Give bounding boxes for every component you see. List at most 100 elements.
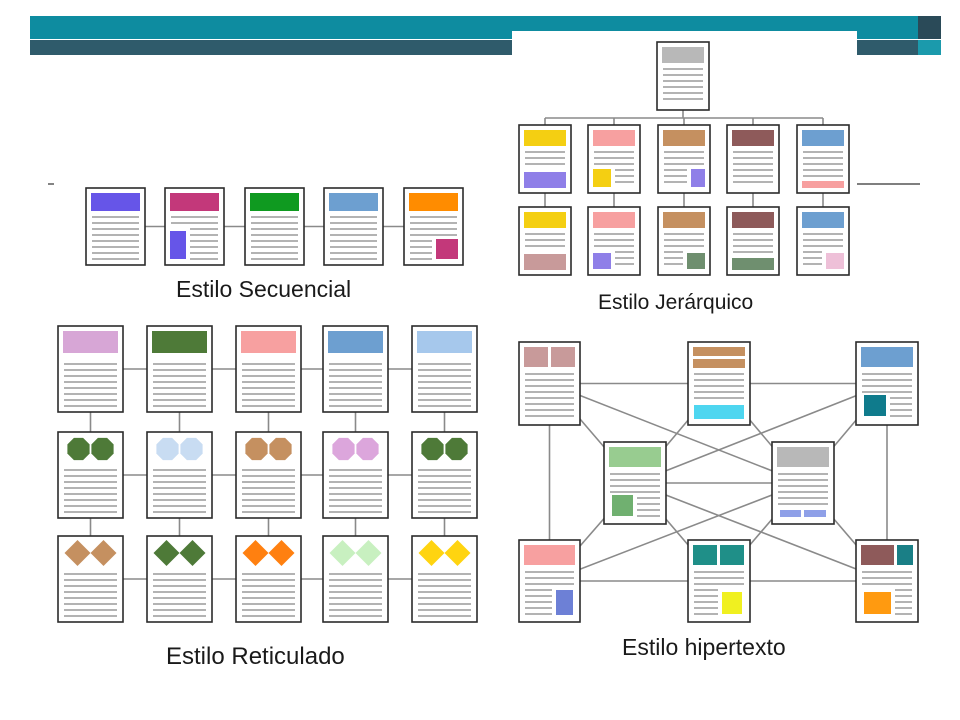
hierarchy-level1-page bbox=[657, 124, 711, 194]
diamond-mark bbox=[355, 540, 382, 566]
page-header-block bbox=[241, 331, 296, 353]
octagon-mark bbox=[245, 437, 268, 461]
header-corner-accent bbox=[918, 40, 941, 55]
diamond-mark bbox=[444, 540, 471, 566]
page-header-block bbox=[63, 331, 118, 353]
hypertext-page bbox=[518, 539, 581, 623]
page-header-block bbox=[720, 545, 744, 565]
grid-page-octagons bbox=[235, 431, 302, 519]
hierarchy-level2-page bbox=[726, 206, 780, 276]
page-image-block bbox=[436, 239, 458, 259]
grid-page-octagons bbox=[411, 431, 478, 519]
grid-diagram bbox=[57, 325, 478, 623]
diamond-mark bbox=[418, 540, 445, 566]
hypertext-page bbox=[603, 441, 667, 525]
octagon-mark bbox=[180, 437, 203, 461]
page-frame bbox=[235, 535, 302, 623]
page-image-block bbox=[687, 253, 705, 269]
octagon-mark bbox=[156, 437, 179, 461]
page-image-block bbox=[864, 592, 891, 614]
page-frame bbox=[146, 535, 213, 623]
sequential-page bbox=[85, 187, 146, 266]
page-header-block bbox=[802, 212, 844, 228]
page-header-block bbox=[524, 545, 575, 565]
page-image-block bbox=[556, 590, 573, 615]
page-header-block bbox=[663, 212, 705, 228]
page-header-block bbox=[732, 212, 774, 228]
diamond-mark bbox=[64, 540, 91, 566]
page-header-block bbox=[593, 212, 635, 228]
hierarchy-level2-page bbox=[518, 206, 572, 276]
page-header-block bbox=[417, 331, 472, 353]
octagon-mark bbox=[421, 437, 444, 461]
hierarchy-level2-page bbox=[796, 206, 850, 276]
octagon-mark bbox=[332, 437, 355, 461]
page-header-block bbox=[170, 193, 219, 211]
page-header-block bbox=[328, 331, 383, 353]
hypertext-link bbox=[634, 482, 888, 582]
sequential-page bbox=[244, 187, 305, 266]
page-bottom-block bbox=[524, 172, 566, 188]
hypertext-link bbox=[549, 382, 804, 484]
page-bottom-block bbox=[732, 258, 774, 270]
page-header-block bbox=[409, 193, 458, 211]
page-image-block bbox=[593, 253, 611, 269]
page-bottom-block bbox=[780, 510, 801, 517]
page-header-block bbox=[593, 130, 635, 146]
page-header-block bbox=[250, 193, 299, 211]
page-header-block bbox=[693, 545, 717, 565]
hierarchy-level1-page bbox=[726, 124, 780, 194]
hypertext-page bbox=[771, 441, 835, 525]
page-bottom-block bbox=[694, 405, 744, 419]
page-header-block bbox=[524, 347, 548, 367]
page-image-block bbox=[593, 169, 611, 187]
sequential-page bbox=[323, 187, 384, 266]
hypertext-page bbox=[855, 539, 919, 623]
grid-page-diamonds bbox=[146, 535, 213, 623]
page-image-block bbox=[612, 495, 633, 516]
page-frame bbox=[411, 535, 478, 623]
grid-page-header bbox=[322, 325, 389, 413]
diamond-mark bbox=[268, 540, 295, 566]
sequential-caption: Estilo Secuencial bbox=[176, 276, 352, 302]
page-image-block bbox=[826, 253, 844, 269]
grid-caption: Estilo Reticulado bbox=[166, 643, 345, 670]
diamond-mark bbox=[153, 540, 180, 566]
hypertext-page bbox=[687, 539, 751, 623]
page-header-block bbox=[777, 447, 829, 467]
grid-page-header bbox=[57, 325, 124, 413]
page-header-block bbox=[329, 193, 378, 211]
page-bottom-block bbox=[802, 181, 844, 188]
sequential-page bbox=[403, 187, 464, 266]
page-header-block bbox=[91, 193, 140, 211]
page-bottom-block bbox=[804, 510, 826, 517]
page-header-block bbox=[524, 212, 566, 228]
hierarchy-level1-page bbox=[796, 124, 850, 194]
grid-page-diamonds bbox=[411, 535, 478, 623]
page-header-block bbox=[897, 545, 913, 565]
hierarchical-caption: Estilo Jerárquico bbox=[598, 291, 754, 314]
grid-page-octagons bbox=[57, 431, 124, 519]
page-bottom-block bbox=[524, 254, 566, 270]
page-image-block bbox=[691, 169, 705, 187]
page-frame bbox=[322, 535, 389, 623]
octagon-mark bbox=[269, 437, 292, 461]
page-header-block bbox=[551, 347, 575, 367]
diamond-mark bbox=[329, 540, 356, 566]
hypertext-page bbox=[687, 341, 751, 426]
grid-page-header bbox=[411, 325, 478, 413]
page-header-block bbox=[861, 545, 894, 565]
hypertext-diagram bbox=[518, 341, 919, 623]
grid-page-diamonds bbox=[235, 535, 302, 623]
octagon-mark bbox=[356, 437, 379, 461]
hypertext-page bbox=[855, 341, 919, 426]
page-header-block bbox=[152, 331, 207, 353]
hypertext-page bbox=[518, 341, 581, 426]
diamond-mark bbox=[90, 540, 117, 566]
hierarchy-level1-page bbox=[518, 124, 572, 194]
grid-page-octagons bbox=[322, 431, 389, 519]
diamond-mark bbox=[179, 540, 206, 566]
page-image-block bbox=[170, 231, 186, 259]
page-header-block bbox=[732, 130, 774, 146]
